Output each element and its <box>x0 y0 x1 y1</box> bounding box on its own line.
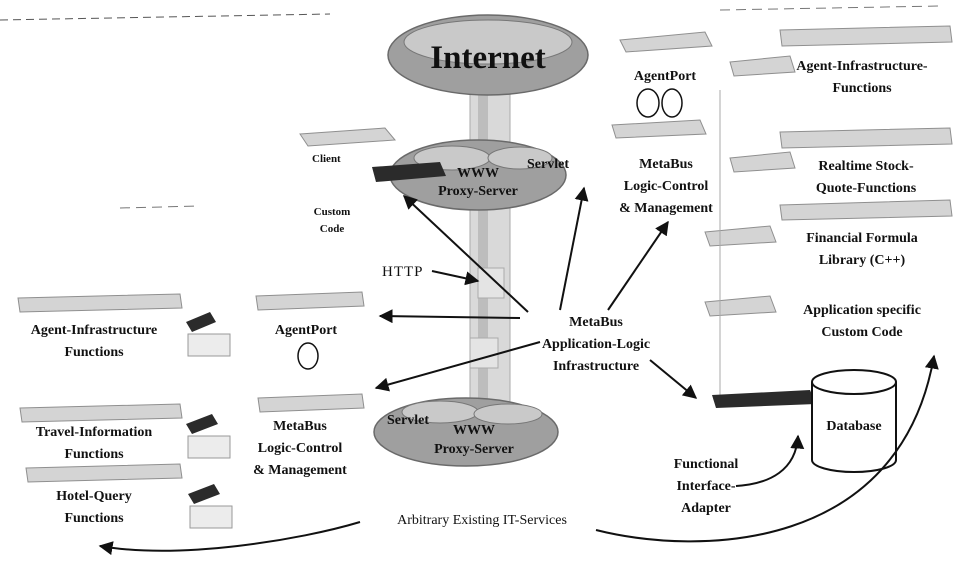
client-label: Client <box>312 153 341 165</box>
metabus-center-box <box>469 267 505 369</box>
arrow-http <box>431 270 480 286</box>
central-pipe <box>469 69 511 451</box>
central-pipe-shade <box>478 70 488 450</box>
agent-face-icon-left <box>297 342 319 370</box>
agentport-left-label: AgentPort <box>275 323 338 338</box>
agent-infra-left-1: Agent-Infrastructure <box>31 323 158 338</box>
scan-dash-mid <box>119 205 201 209</box>
agentport-left-box: AgentPort <box>255 291 365 413</box>
app-specific-2: Custom Code <box>821 325 902 340</box>
agent-infra-right-2: Functions <box>832 81 892 96</box>
proxy-server-label-bottom: Proxy-Server <box>434 442 514 457</box>
agentport-top-label: AgentPort <box>634 69 697 84</box>
agentport-top-box: AgentPort <box>611 31 713 139</box>
servlet-label-bottom: Servlet <box>387 413 429 428</box>
app-specific-1: Application specific <box>803 303 921 318</box>
http-label: HTTP <box>382 264 424 280</box>
client-box: Client <box>299 127 446 182</box>
custom-code-label-1: Custom <box>314 206 351 218</box>
right-stack: Agent-Infrastructure- Functions Realtime… <box>704 25 953 408</box>
metabus-center-2: Application-Logic <box>542 337 650 352</box>
arrow-to-metabus-left <box>374 341 541 392</box>
internet-label: Internet <box>430 40 545 76</box>
metabus-center-1: MetaBus <box>569 315 623 330</box>
metabus-left-1: MetaBus <box>273 419 327 434</box>
www-label-bottom: WWW <box>453 423 495 438</box>
arrow-to-metabus-top-right <box>607 220 669 311</box>
financial-formula-2: Library (C++) <box>819 253 906 268</box>
arrow-bottom-right <box>595 354 939 543</box>
realtime-stock-2: Quote-Functions <box>816 181 917 196</box>
left-stack: Agent-Infrastructure Functions Travel-In… <box>17 293 233 529</box>
metabus-center-3: Infrastructure <box>553 359 639 374</box>
database-label: Database <box>826 419 881 434</box>
agent-infra-right-1: Agent-Infrastructure- <box>796 59 927 74</box>
arbitrary-it-services-label: Arbitrary Existing IT-Services <box>397 513 567 528</box>
metabus-left-2: Logic-Control <box>258 441 343 456</box>
bottom-proxy-cloud: WWW Proxy-Server <box>373 397 559 467</box>
functional-interface-1: Functional <box>674 457 739 472</box>
internet-cloud: Internet <box>387 14 589 96</box>
custom-code-label-2: Code <box>320 223 345 235</box>
www-label-top: WWW <box>457 166 499 181</box>
proxy-server-label-top: Proxy-Server <box>438 184 518 199</box>
scan-dash-top-right <box>719 5 941 11</box>
servlet-label-top: Servlet <box>527 157 569 172</box>
agent-face-icon-2 <box>661 88 683 118</box>
metabus-top-label-1: MetaBus <box>639 157 693 172</box>
travel-info-2: Functions <box>64 447 124 462</box>
database-cylinder: Database <box>811 369 897 473</box>
hotel-query-2: Functions <box>64 511 124 526</box>
functional-interface-3: Adapter <box>681 501 731 516</box>
arrow-to-right-stack <box>649 359 698 399</box>
arrows <box>98 186 939 556</box>
arrow-bottom-left <box>98 521 361 556</box>
agent-infra-left-2: Functions <box>64 345 124 360</box>
realtime-stock-1: Realtime Stock- <box>818 159 914 174</box>
arrow-to-agentport-left <box>378 309 521 324</box>
hotel-query-1: Hotel-Query <box>56 489 131 504</box>
scan-dash-top <box>0 13 331 21</box>
metabus-top-label-2: Logic-Control <box>624 179 709 194</box>
travel-info-1: Travel-Information <box>36 425 153 440</box>
arrow-adapter-to-db <box>735 434 805 487</box>
metabus-top-label-3: & Management <box>619 201 713 216</box>
arrow-to-metabus-top <box>559 186 589 311</box>
metabus-left-3: & Management <box>253 463 347 478</box>
functional-interface-2: Interface- <box>676 479 735 494</box>
arrow-to-custom-code <box>402 195 529 313</box>
agent-face-icon <box>636 88 660 118</box>
financial-formula-1: Financial Formula <box>806 231 918 246</box>
